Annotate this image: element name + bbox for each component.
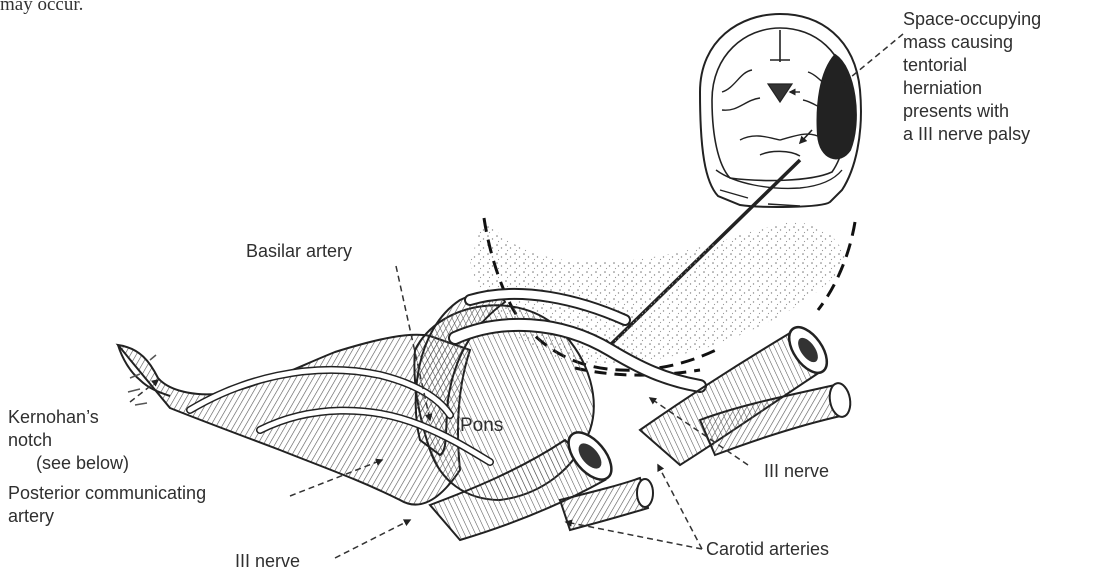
- label-carotid-arteries: Carotid arteries: [706, 538, 829, 561]
- label-iii-nerve-bottom: III nerve: [235, 550, 300, 573]
- label-kernohans-notch: Kernohan’s notch (see below): [8, 406, 129, 475]
- label-posterior-communicating-artery: Posterior communicating artery: [8, 482, 206, 528]
- label-space-occupying-mass: Space-occupying mass causing tentorial h…: [903, 8, 1041, 146]
- label-pons: Pons: [460, 414, 503, 437]
- label-basilar-artery: Basilar artery: [246, 240, 352, 263]
- label-iii-nerve-right: III nerve: [764, 460, 829, 483]
